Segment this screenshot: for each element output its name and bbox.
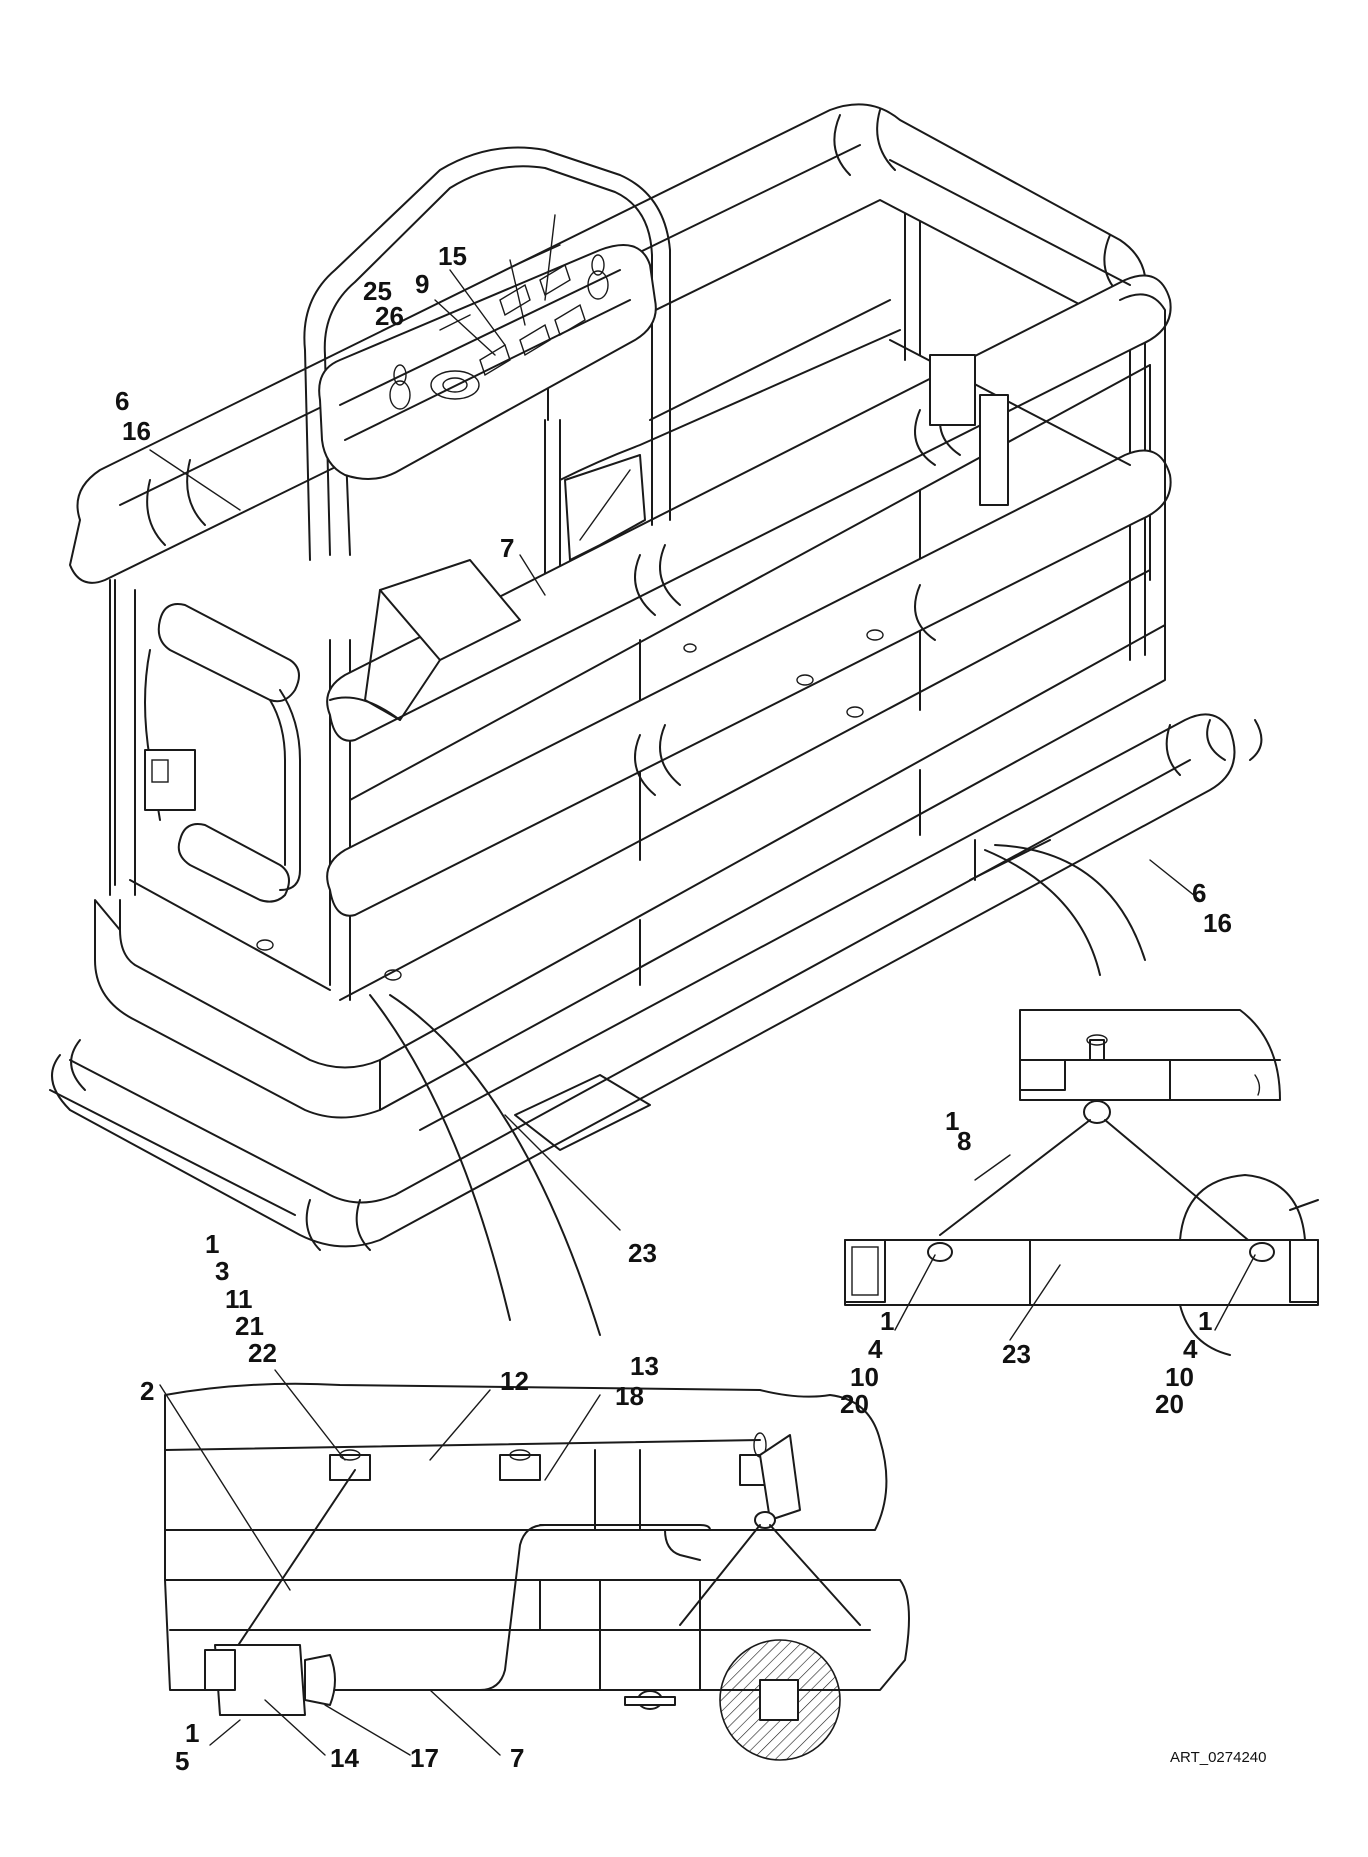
callout-10-tube-right: 10 xyxy=(1165,1362,1194,1392)
callout-2: 2 xyxy=(140,1376,154,1406)
callout-21: 21 xyxy=(235,1311,264,1341)
detail-leaders xyxy=(369,844,1146,1336)
callout-4-tube-right: 4 xyxy=(1183,1334,1198,1364)
callout-1-left: 1 xyxy=(205,1229,219,1259)
callout-25: 25 xyxy=(363,276,392,306)
callout-20-tube-left: 20 xyxy=(840,1389,869,1419)
callout-23-main: 23 xyxy=(628,1238,657,1268)
callout-22: 22 xyxy=(248,1338,277,1368)
callout-5: 5 xyxy=(175,1746,189,1776)
callout-23-detail: 23 xyxy=(1002,1339,1031,1369)
platform-basket xyxy=(49,103,1263,1251)
callout-1-switch: 1 xyxy=(185,1718,199,1748)
callout-7-bottom: 7 xyxy=(510,1743,524,1773)
callout-16-top: 16 xyxy=(122,416,151,446)
callout-6-top: 6 xyxy=(115,386,129,416)
callout-18: 18 xyxy=(615,1381,644,1411)
callout-11: 11 xyxy=(225,1284,253,1314)
callout-13: 13 xyxy=(630,1351,659,1381)
callout-15: 15 xyxy=(438,241,467,271)
callout-16-right: 16 xyxy=(1203,908,1232,938)
detail-cable-assembly xyxy=(844,1009,1319,1356)
art-number: ART_0274240 xyxy=(1170,1749,1266,1766)
callout-14: 14 xyxy=(330,1743,359,1773)
callout-6-right: 6 xyxy=(1192,878,1206,908)
callout-12: 12 xyxy=(500,1366,529,1396)
callout-10-tube-left: 10 xyxy=(850,1362,879,1392)
callout-9: 9 xyxy=(415,269,429,299)
callout-1-tube-left: 1 xyxy=(880,1306,894,1336)
callout-labels: 15 9 25 26 6 16 7 6 16 1 8 23 1 3 11 21 … xyxy=(115,241,1266,1776)
callout-4-tube-left: 4 xyxy=(868,1334,883,1364)
main-leaders xyxy=(149,214,1201,1231)
callout-17: 17 xyxy=(410,1743,439,1773)
callout-1-tube-right: 1 xyxy=(1198,1306,1212,1336)
callout-3: 3 xyxy=(215,1256,229,1286)
callout-20-tube-right: 20 xyxy=(1155,1389,1184,1419)
callout-8: 8 xyxy=(957,1126,971,1156)
callout-7-top: 7 xyxy=(500,533,514,563)
callout-1-cable: 1 xyxy=(945,1106,959,1136)
detail-switch-assembly xyxy=(159,1369,910,1761)
callout-26: 26 xyxy=(375,301,404,331)
